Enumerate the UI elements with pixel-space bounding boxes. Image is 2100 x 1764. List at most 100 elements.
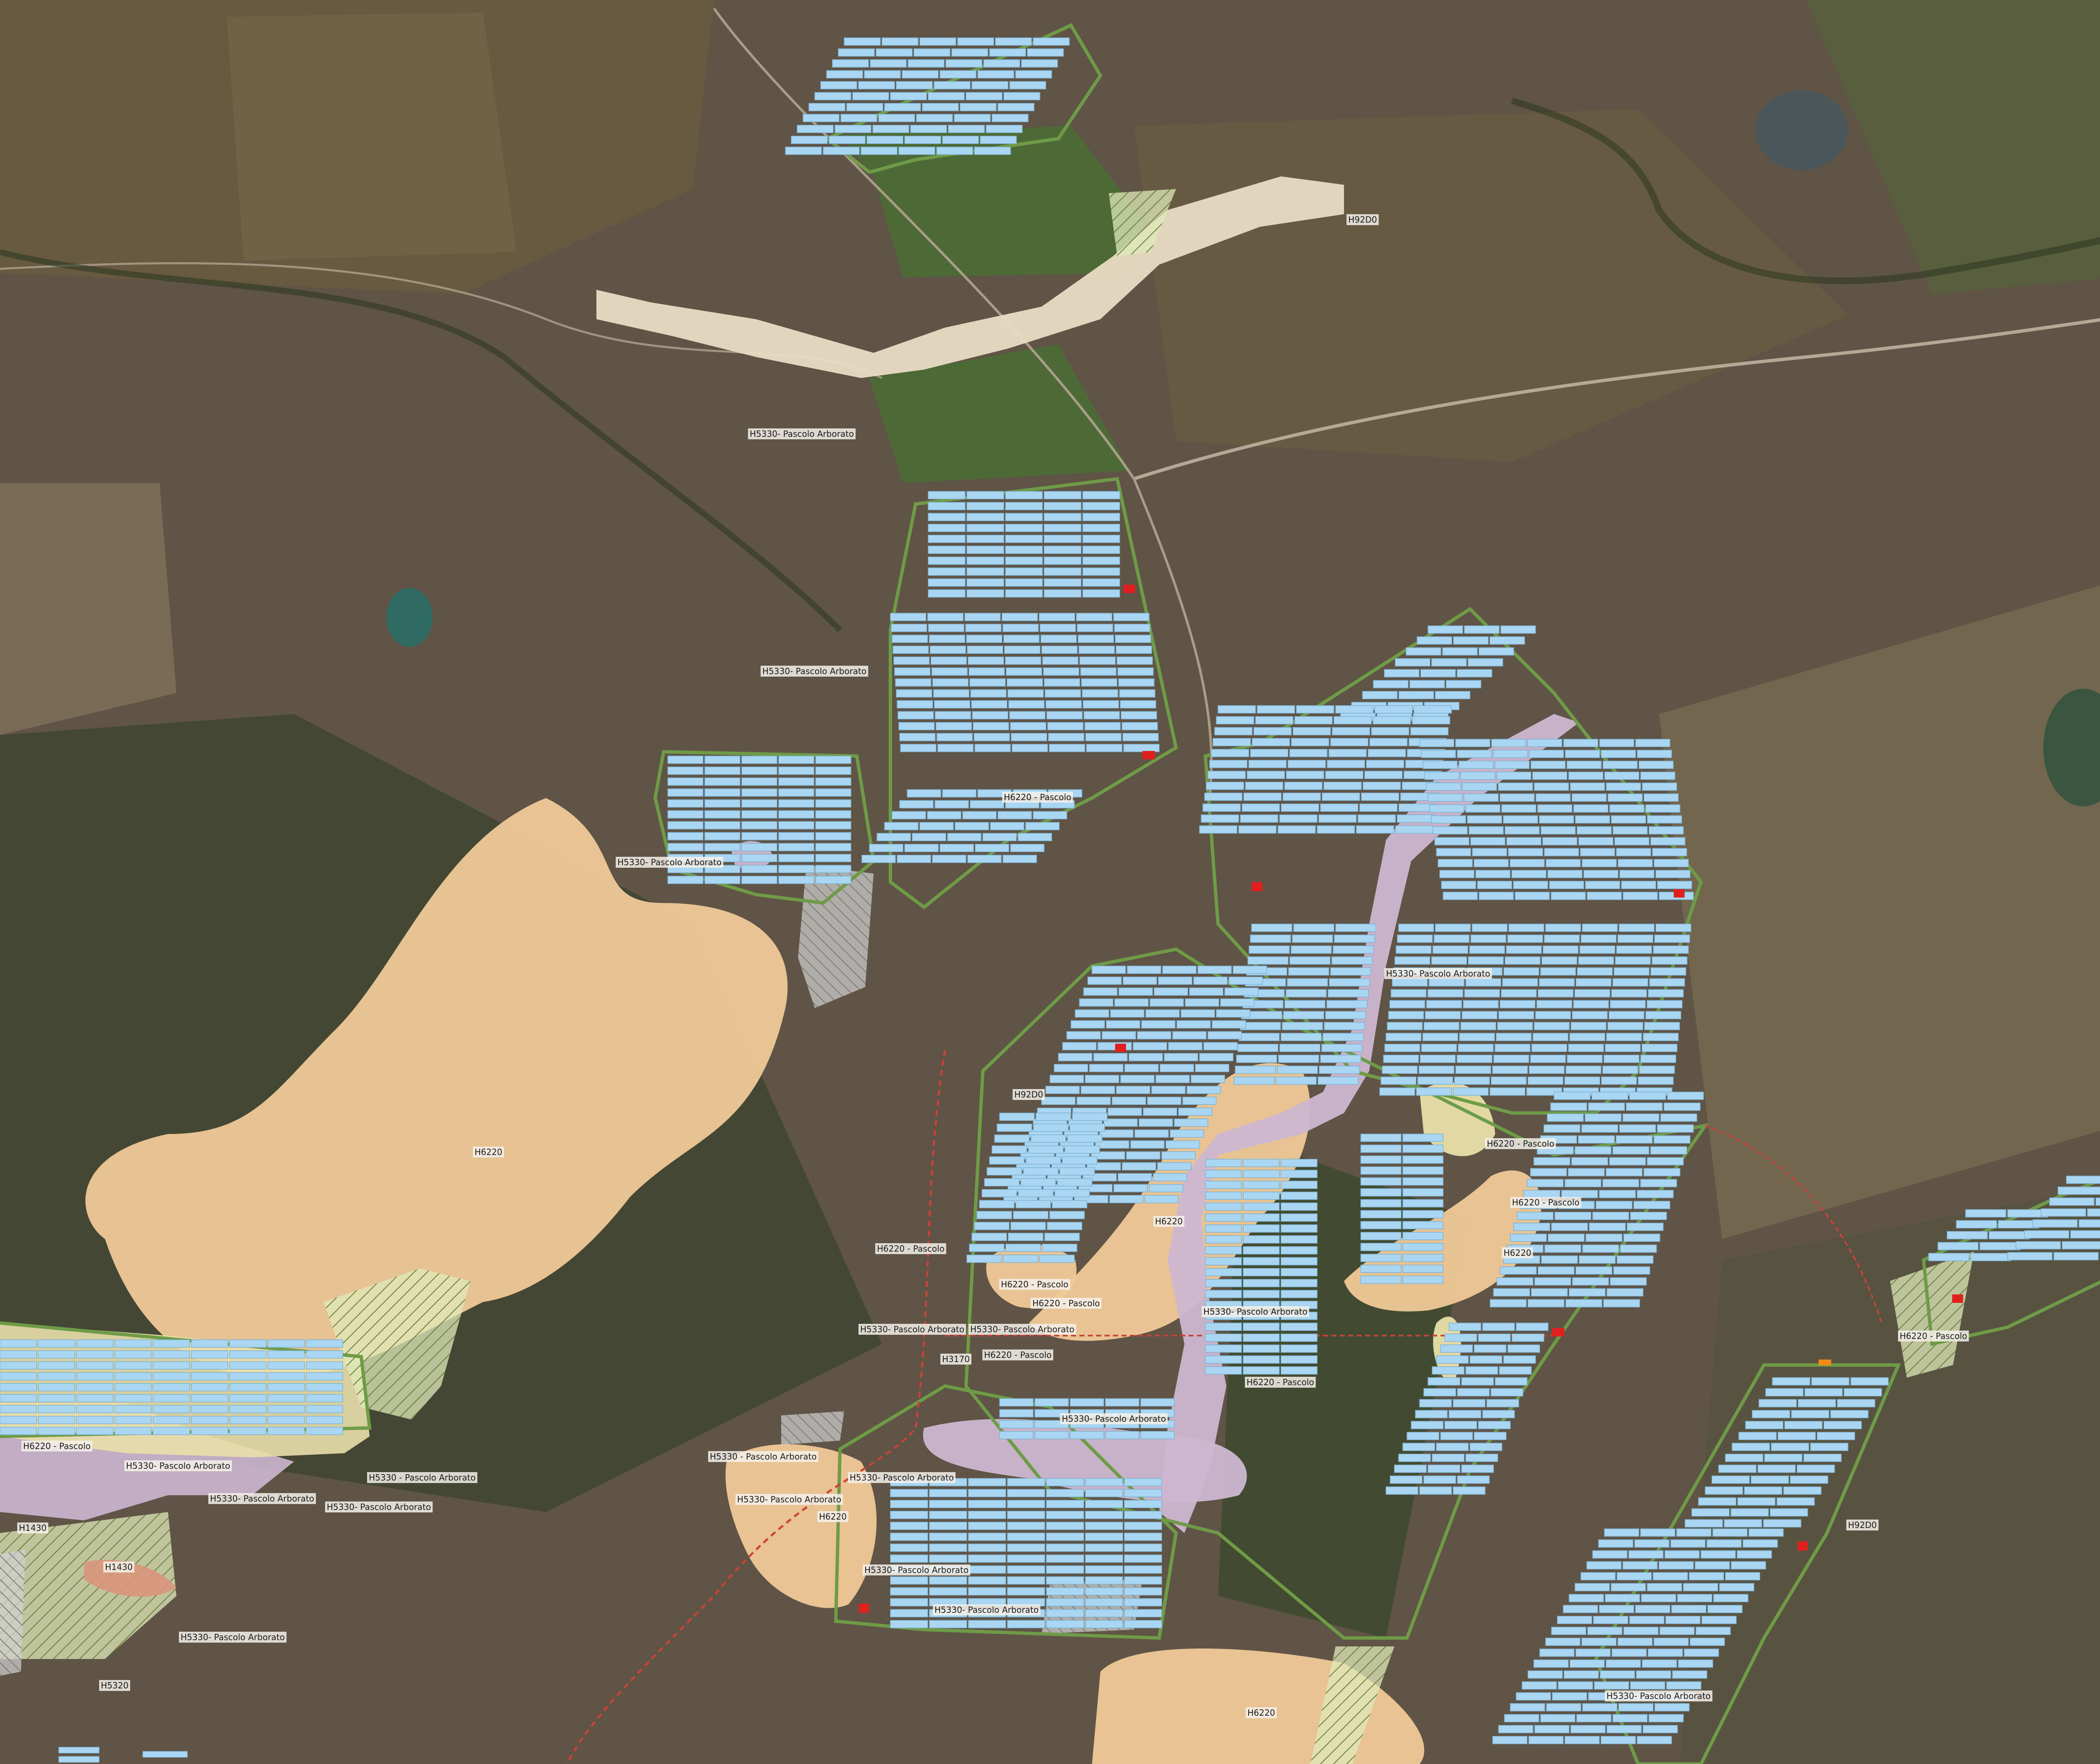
pv-panel bbox=[0, 1416, 37, 1424]
pv-panel bbox=[1242, 803, 1280, 812]
pv-panel bbox=[890, 1598, 928, 1606]
inverter-9[interactable] bbox=[859, 1604, 869, 1613]
pv-panel bbox=[1432, 1454, 1465, 1462]
pv-panel bbox=[58, 1747, 100, 1754]
pv-panel bbox=[882, 37, 919, 46]
pv-panel bbox=[1124, 1489, 1162, 1497]
boundary-plot-east[interactable] bbox=[1922, 1155, 2100, 1346]
pv-panel bbox=[1323, 1033, 1364, 1041]
pv-panel bbox=[1119, 689, 1155, 698]
pv-panel bbox=[976, 1211, 1012, 1219]
pv-panel bbox=[1395, 825, 1433, 834]
pv-panel bbox=[778, 865, 814, 873]
pv-panel bbox=[1243, 1355, 1280, 1364]
pv-panel bbox=[1018, 1189, 1054, 1197]
pv-panel bbox=[1085, 1489, 1123, 1497]
pv-panel bbox=[268, 1405, 305, 1413]
pv-panel bbox=[929, 1533, 967, 1541]
pv-panel bbox=[927, 613, 963, 621]
pv-panel bbox=[1602, 761, 1638, 769]
pv-panel bbox=[1087, 976, 1122, 985]
boundary-plot-southeast[interactable] bbox=[1594, 1363, 1901, 1764]
pv-panel bbox=[1245, 782, 1284, 790]
pv-panel bbox=[229, 1394, 267, 1402]
inverter-3[interactable] bbox=[1252, 882, 1263, 891]
pv-panel bbox=[76, 1394, 114, 1402]
label-h5330-i: H5330- Pascolo Arborato bbox=[934, 1605, 1039, 1615]
pv-panel bbox=[1552, 1692, 1587, 1701]
pv-panel bbox=[890, 1500, 928, 1508]
pv-panel bbox=[268, 1383, 305, 1391]
pv-panel bbox=[1701, 1550, 1736, 1559]
pv-panel bbox=[1402, 1155, 1444, 1164]
pv-panel bbox=[152, 1350, 190, 1359]
pv-panel bbox=[1318, 1076, 1359, 1085]
pv-panel bbox=[1635, 1605, 1670, 1613]
pv-panel bbox=[1046, 1609, 1084, 1617]
pv-panel bbox=[306, 1372, 343, 1381]
habitat-h6220-west-large[interactable] bbox=[85, 798, 788, 1379]
label-h5330-f: H5330- Pascolo Arborato bbox=[850, 1473, 954, 1483]
pv-panel bbox=[142, 1751, 188, 1758]
inverter-5[interactable] bbox=[1115, 1044, 1126, 1052]
pv-panel bbox=[1516, 1323, 1549, 1331]
pv-panel bbox=[1433, 826, 1468, 835]
boundary-plot-south[interactable] bbox=[834, 1384, 1178, 1640]
pv-panel bbox=[1102, 1031, 1136, 1040]
pv-panel bbox=[1744, 1486, 1782, 1495]
pv-panel bbox=[1610, 1000, 1646, 1008]
pv-panel bbox=[778, 766, 814, 775]
pv-panel bbox=[1648, 1648, 1683, 1657]
pv-panel bbox=[1585, 1113, 1622, 1122]
pv-panel bbox=[1234, 1076, 1275, 1085]
pv-panel bbox=[1513, 881, 1548, 889]
pv-panel bbox=[1123, 976, 1157, 985]
pv-panel bbox=[1213, 738, 1251, 746]
inverter-4[interactable] bbox=[1674, 889, 1685, 898]
pv-panel bbox=[899, 800, 934, 808]
inverter-10[interactable] bbox=[1819, 1360, 1831, 1365]
pv-panel bbox=[704, 788, 740, 797]
habitat-h1430-area[interactable] bbox=[0, 1512, 176, 1659]
pv-panel bbox=[1243, 1268, 1280, 1276]
inverter-7[interactable] bbox=[1952, 1294, 1963, 1303]
pv-panel bbox=[1477, 881, 1512, 889]
pv-panel bbox=[1811, 1377, 1850, 1386]
label-h6220-pasc-c: H6220 - Pascolo bbox=[877, 1244, 945, 1254]
pv-panel bbox=[1496, 1033, 1532, 1041]
inverter-2[interactable] bbox=[1142, 751, 1155, 759]
hatch-gray-a bbox=[798, 865, 874, 1008]
pv-panel bbox=[1623, 1627, 1659, 1635]
pv-panel bbox=[1420, 669, 1456, 677]
pv-panel bbox=[741, 854, 777, 862]
inverter-8[interactable] bbox=[1798, 1541, 1808, 1551]
pv-panel bbox=[1423, 1475, 1456, 1484]
pv-panel bbox=[1659, 1561, 1694, 1570]
pv-panel bbox=[1453, 1486, 1486, 1495]
pv-panel bbox=[1528, 1299, 1564, 1307]
pv-panel bbox=[1149, 1184, 1183, 1192]
pv-panel bbox=[1361, 793, 1399, 801]
pv-panel bbox=[1654, 934, 1690, 943]
inverter-6[interactable] bbox=[1552, 1328, 1564, 1336]
pv-panel bbox=[1465, 1454, 1498, 1462]
pv-panel bbox=[1296, 705, 1334, 714]
pv-panel bbox=[1649, 978, 1685, 987]
habitat-h5330-south[interactable] bbox=[923, 1419, 1247, 1502]
boundary-plot-west[interactable] bbox=[653, 750, 876, 905]
inverter-1[interactable] bbox=[1124, 585, 1135, 593]
pv-panel bbox=[989, 48, 1026, 57]
boundary-plot-north[interactable] bbox=[824, 23, 1102, 174]
pv-panel bbox=[1660, 1113, 1697, 1122]
pv-panel bbox=[1579, 1255, 1616, 1264]
pv-panel bbox=[1396, 814, 1435, 823]
pv-panel bbox=[1470, 837, 1506, 845]
pv-panel bbox=[1402, 1166, 1444, 1175]
pv-panel bbox=[1463, 793, 1499, 802]
pv-panel bbox=[1436, 1355, 1469, 1364]
label-backdrop bbox=[1846, 1520, 1879, 1530]
pv-panel bbox=[1500, 625, 1536, 634]
pv-panel bbox=[1606, 782, 1641, 791]
pv-panel bbox=[1373, 680, 1409, 688]
